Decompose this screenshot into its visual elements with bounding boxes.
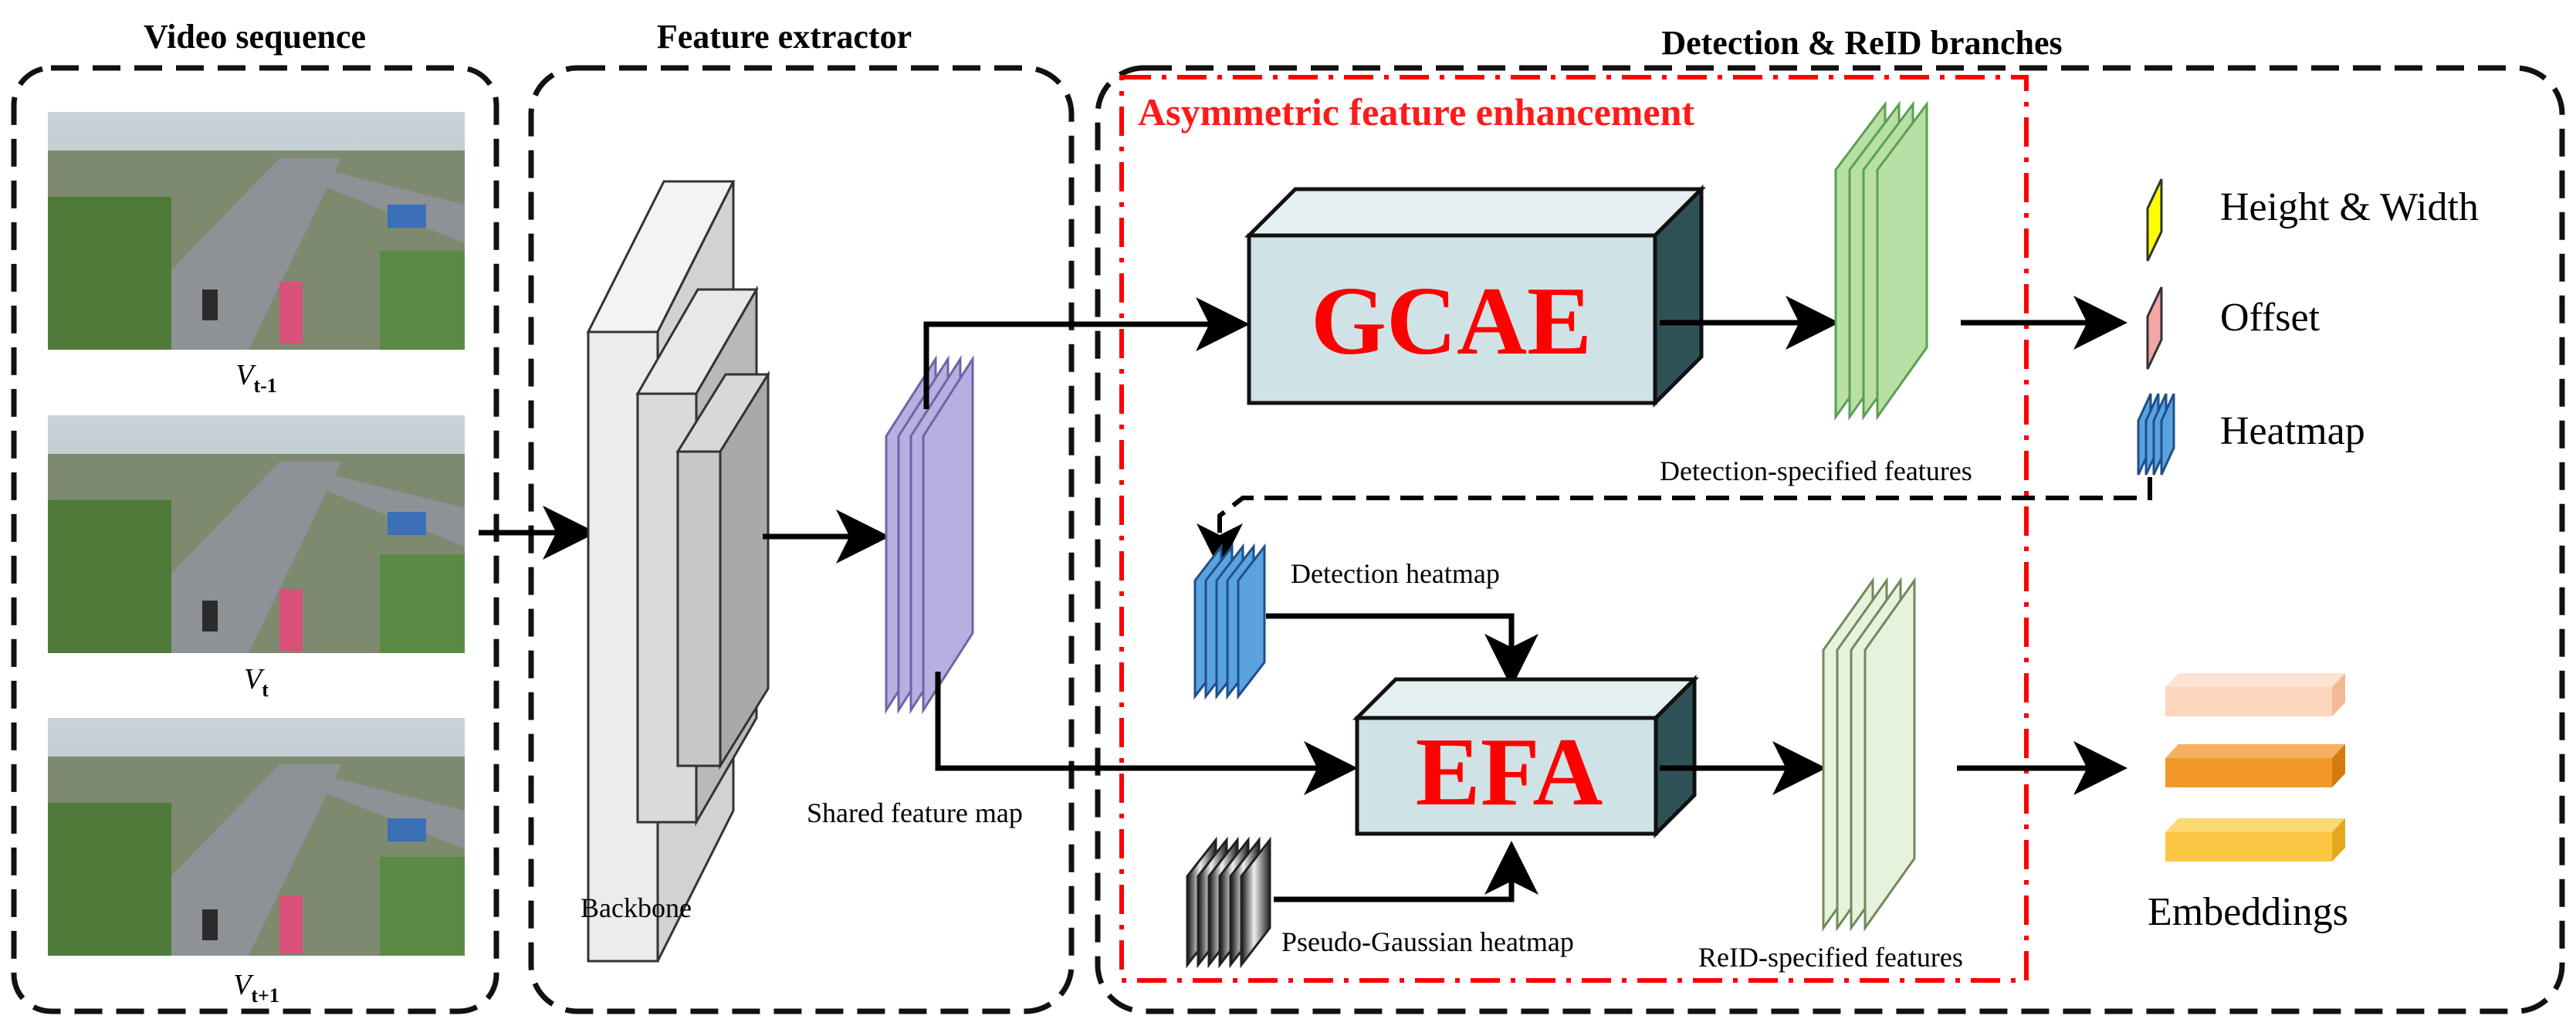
pink-slab-icon [2146, 286, 2163, 370]
feature-extractor-frame [528, 65, 1075, 1014]
legend-offset: Offset [2220, 296, 2320, 340]
arrow-gaussian-to-efa [1274, 841, 1538, 902]
embedding-bar-2 [2165, 744, 2345, 787]
detection-heatmap [1193, 543, 1266, 700]
title-branches: Detection & ReID branches [1661, 24, 2062, 62]
branches-frame [1095, 65, 2565, 1014]
shared-feature-map-label: Shared feature map [807, 797, 1023, 828]
embeddings-label: Embeddings [2148, 890, 2348, 934]
arrow-shared-to-gcae [923, 297, 1250, 409]
pseudo-gaussian-heatmap [1186, 836, 1271, 969]
arrow-heatmap-feedback [1197, 477, 2152, 570]
title-afe: Asymmetric feature enhancement [1138, 90, 1694, 134]
detection-heatmap-label: Detection heatmap [1291, 558, 1500, 589]
efa-label: EFA [1416, 719, 1603, 826]
detection-features-label: Detection-specified features [1660, 455, 1972, 486]
backbone-block [586, 180, 770, 963]
gcae-module [1244, 184, 1707, 408]
backbone-label: Backbone [581, 892, 692, 923]
arrow-shared-to-efa [935, 672, 1358, 795]
reid-features [1822, 577, 1916, 932]
pseudo-gaussian-label: Pseudo-Gaussian heatmap [1281, 926, 1574, 957]
frame-label-2: Vt [244, 663, 269, 701]
yellow-slab-icon [2146, 178, 2163, 262]
legend-height-width: Height & Width [2220, 185, 2479, 229]
embedding-bar-3 [2165, 818, 2345, 862]
embedding-bar-1 [2165, 673, 2345, 716]
arrow-heatmap-to-efa [1266, 613, 1538, 688]
frame-label-1: Vt-1 [235, 359, 277, 397]
reid-features-label: ReID-specified features [1698, 942, 1963, 973]
video-sequence-frame [11, 65, 499, 1014]
shared-feature-map [885, 354, 974, 715]
title-video-sequence: Video sequence [144, 18, 366, 56]
gcae-label: GCAE [1311, 268, 1592, 375]
detection-features [1834, 100, 1928, 421]
video-frame-1 [48, 112, 465, 350]
efa-module [1352, 674, 1700, 839]
video-frame-2 [48, 415, 465, 653]
frame-label-3: Vt+1 [233, 969, 279, 1007]
title-feature-extractor: Feature extractor [657, 18, 912, 56]
video-frame-3 [48, 718, 465, 956]
legend-heatmap: Heatmap [2220, 409, 2365, 453]
afe-frame [1119, 75, 2029, 983]
blue-stack-icon [2137, 393, 2175, 476]
